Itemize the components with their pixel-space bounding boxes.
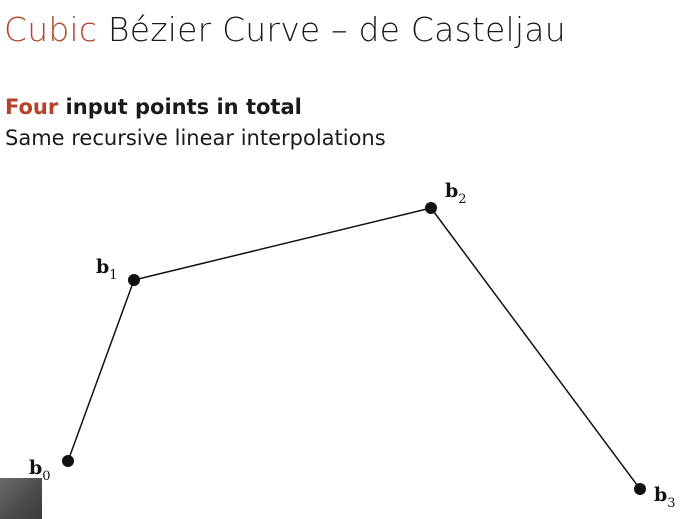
presenter-video-thumbnail xyxy=(0,478,42,519)
point-b3-label: b3 xyxy=(654,484,676,511)
point-b0-label: b0 xyxy=(29,457,51,484)
title-rest: Bézier Curve – de Casteljau xyxy=(97,10,566,49)
slide-title: Cubic Bézier Curve – de Casteljau xyxy=(4,10,566,49)
point-b1-marker xyxy=(128,274,140,286)
segment-b0-b1 xyxy=(67,279,135,462)
point-b3-marker xyxy=(634,483,646,495)
title-accent: Cubic xyxy=(4,10,98,49)
segment-b1-b2 xyxy=(133,207,432,281)
point-b2-label: b2 xyxy=(445,180,467,207)
point-b0-marker xyxy=(62,455,74,467)
subhead-accent: Four xyxy=(5,95,59,119)
subhead-rest: input points in total xyxy=(58,95,302,119)
subheading: Four input points in total xyxy=(5,95,302,119)
segment-b2-b3 xyxy=(430,207,641,490)
point-b1-label: b1 xyxy=(96,256,118,283)
description-line: Same recursive linear interpolations xyxy=(5,126,386,150)
point-b2-marker xyxy=(425,202,437,214)
